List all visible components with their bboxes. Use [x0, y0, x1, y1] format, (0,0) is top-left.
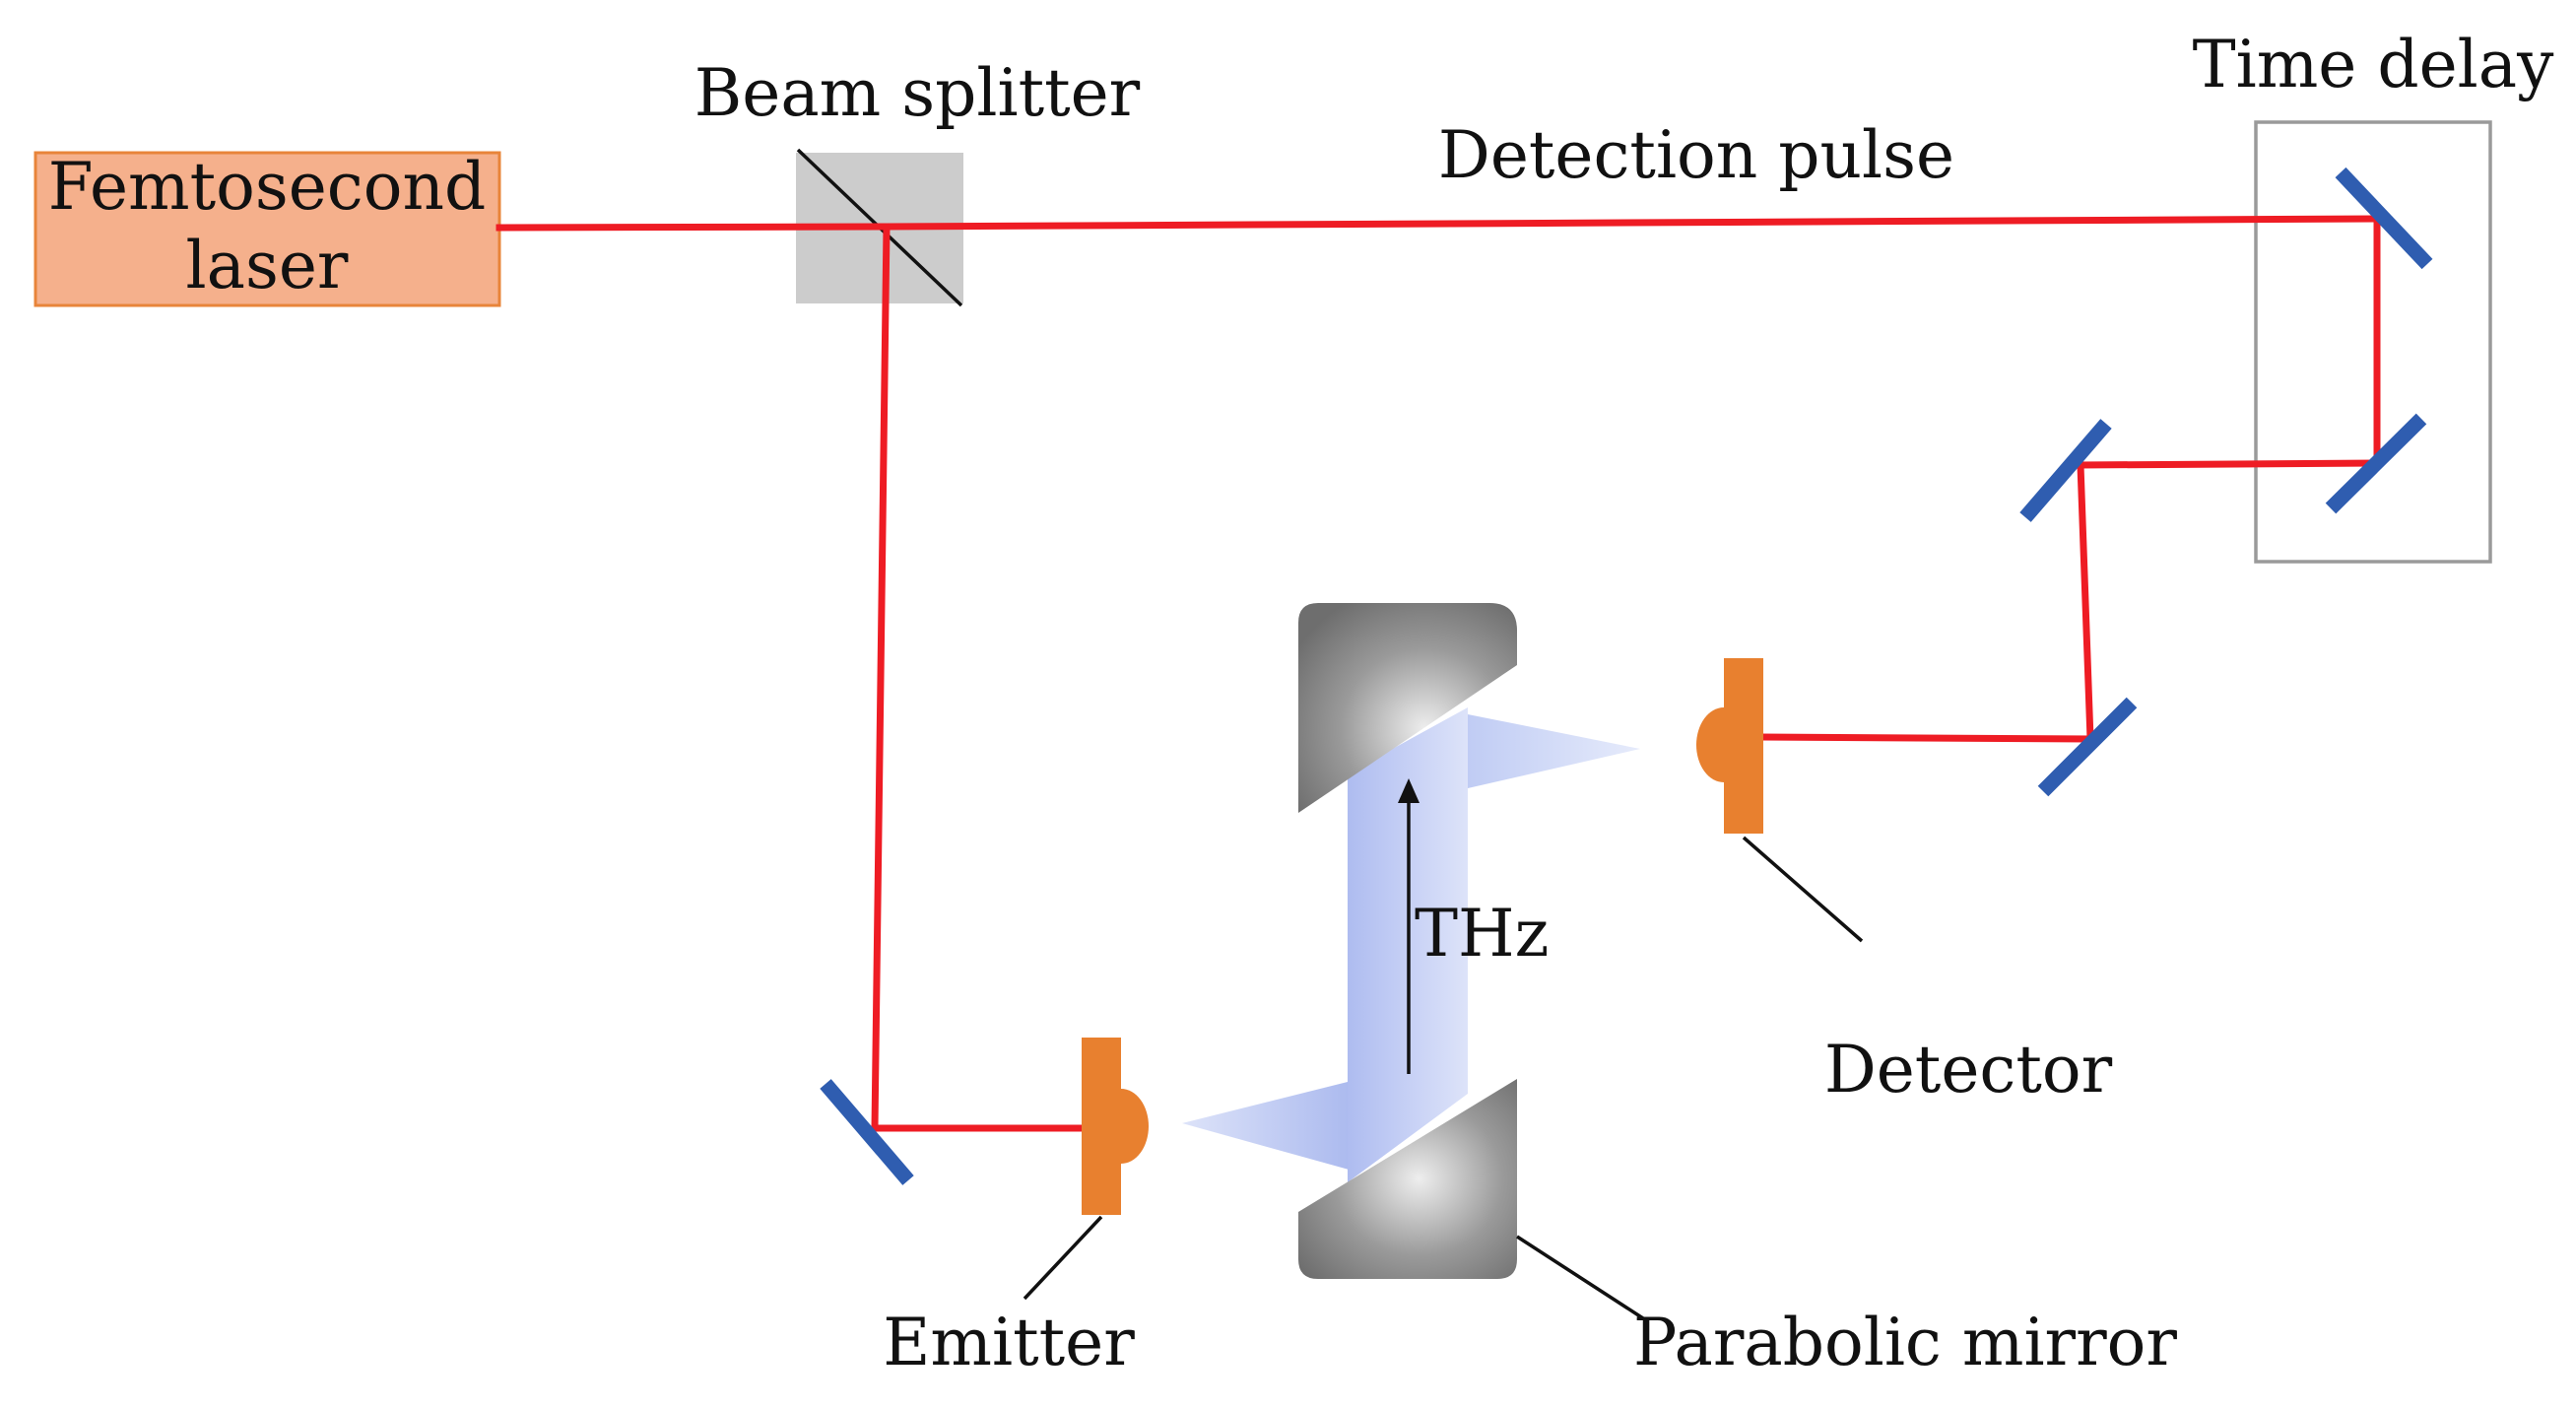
emitter-lens — [1121, 1089, 1149, 1164]
femtosecond-laser: Femtosecond laser — [33, 149, 501, 307]
mirror-delay-bottom — [2325, 413, 2427, 514]
parabolic-mirror-bottom — [1298, 1079, 1517, 1279]
beam-to-detector — [1759, 733, 2094, 743]
detector-lens — [1696, 707, 1724, 782]
beam-splitter-label: Beam splitter — [694, 55, 1141, 131]
beam-delay-return — [2077, 459, 2381, 469]
thz-beam-detector-cone — [1468, 714, 1640, 788]
thz-label: THz — [1415, 896, 1549, 972]
steering-mirrors — [820, 167, 2433, 1185]
thz-beam — [1182, 707, 1640, 1182]
emitter-antenna — [1082, 1038, 1121, 1215]
parabolic-mirror-pointer — [1516, 1235, 1644, 1320]
mirror-lower-right — [2037, 697, 2138, 797]
emitter — [1082, 1038, 1149, 1215]
emitter-pointer — [1023, 1215, 1103, 1301]
mirror-pump — [820, 1079, 914, 1185]
laser-beam-path — [495, 215, 2381, 1132]
laser-box — [33, 151, 501, 307]
parabolic-mirror-top — [1298, 603, 1517, 813]
beam-detection-pulse — [883, 215, 2381, 231]
thz-arrow — [1398, 778, 1420, 1074]
detector — [1696, 658, 1763, 834]
emitter-label: Emitter — [883, 1305, 1135, 1380]
beam-pump-down — [871, 223, 891, 1132]
time-delay-label: Time delay — [2193, 27, 2555, 102]
detector-pointer — [1742, 836, 1864, 943]
parabolic-mirror-label: Parabolic mirror — [1633, 1305, 2177, 1380]
beam-laser-to-splitter — [495, 223, 891, 232]
thz-arrow-head — [1398, 778, 1420, 803]
detection-pulse-label: Detection pulse — [1438, 117, 1954, 193]
time-delay-box — [2254, 120, 2492, 564]
detector-antenna — [1724, 658, 1763, 834]
laser-label-line1: Femtosecond — [48, 149, 486, 225]
thz-beam-emitter-cone — [1182, 1079, 1359, 1173]
detector-label: Detector — [1824, 1032, 2113, 1107]
laser-label-line2: laser — [186, 228, 349, 303]
beam-to-lower-mirror — [2077, 461, 2094, 743]
mirror-upper-left — [2019, 419, 2112, 522]
mirror-delay-top — [2335, 167, 2433, 270]
